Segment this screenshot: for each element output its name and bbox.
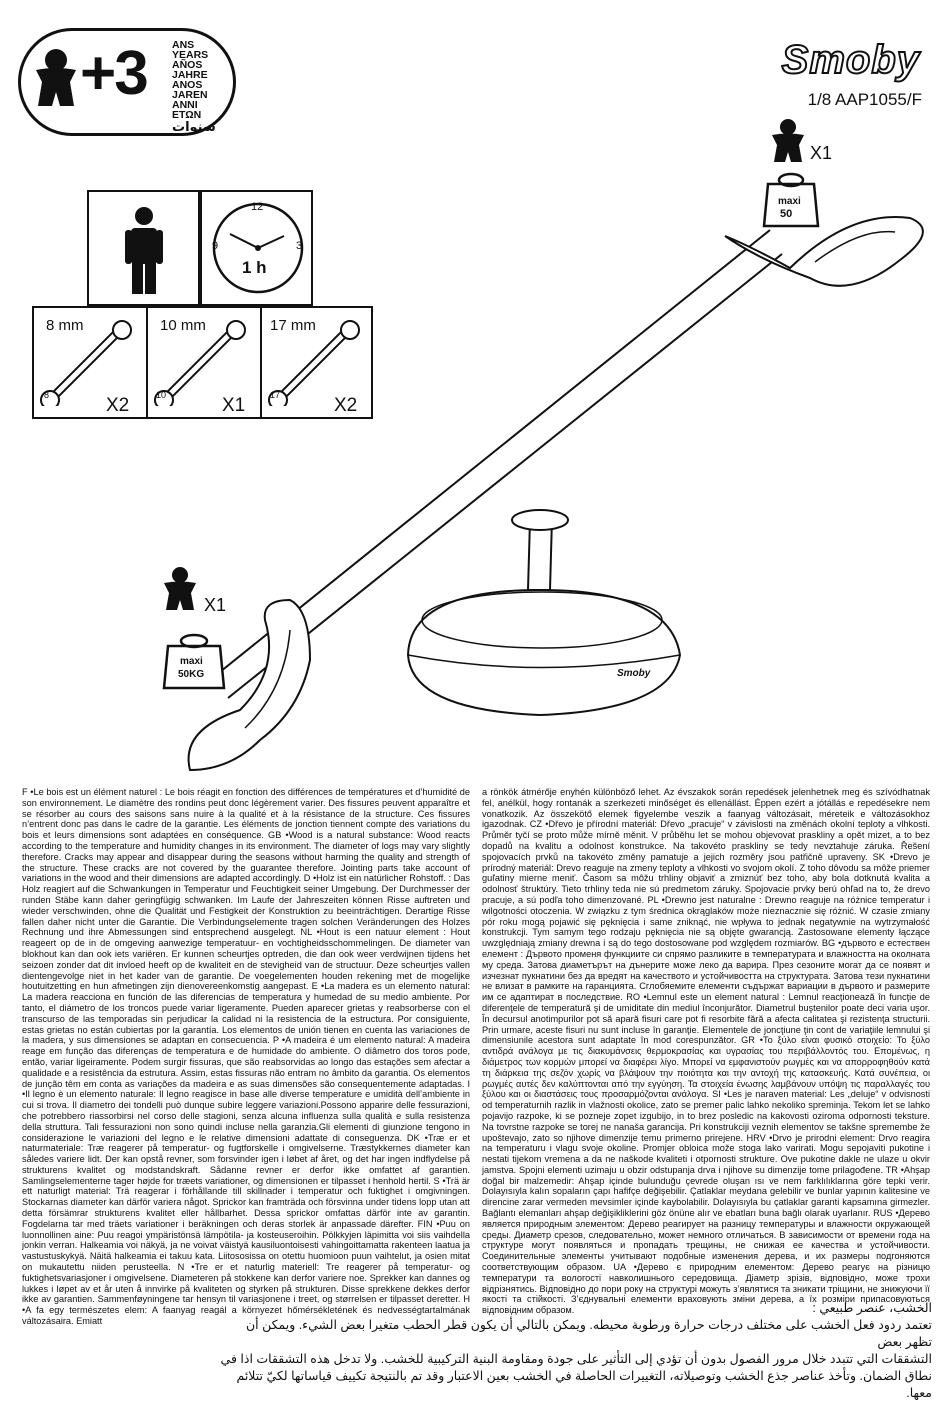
age-value: +3	[80, 39, 149, 108]
adult-person-icon	[125, 207, 163, 294]
assembly-time: 1 h	[242, 258, 267, 277]
weight-icon	[162, 633, 226, 690]
tool-qty: X2	[106, 395, 130, 416]
wood-notice-arabic: الخشب، عنصر طبيعي : تعتمد ردود فعل الخشب…	[220, 1301, 932, 1400]
tool-badge: 10	[156, 390, 167, 400]
weight-icon	[762, 172, 820, 228]
tool-badge: 8	[44, 390, 50, 400]
wood-notice-left: F •Le bois est un élément naturel : Le b…	[22, 787, 470, 1327]
tool-size: 8 mm	[46, 317, 84, 334]
seesaw-illustration	[187, 216, 924, 772]
brand-logo: Smoby	[781, 37, 920, 83]
tool-qty: X1	[222, 395, 246, 416]
age-words: ANS YEARS AÑOS JAHRE ANOS JAREN ANNI ΕΤΩ…	[172, 39, 216, 134]
wrench-icon	[40, 320, 132, 406]
assembly-time-box: 12 3 9 1 h	[200, 190, 313, 306]
page-reference: 1/8 AAP1055/F	[807, 90, 922, 109]
clock-number-3: 3	[296, 240, 303, 252]
age-badge	[18, 28, 236, 136]
top-seat-weight-label: maxi	[778, 196, 801, 207]
top-seat-qty: X1	[810, 143, 833, 163]
child-icon	[164, 567, 196, 610]
wrench-icon	[268, 320, 360, 406]
tool-box-8mm: 8 mm 8 X2	[32, 306, 148, 419]
wrench-icon	[154, 320, 246, 406]
bottom-seat-weight-value: 50KG	[178, 669, 205, 680]
child-icon	[36, 49, 76, 106]
adult-assembly-box	[87, 190, 200, 306]
top-seat-weight-value: 50	[780, 208, 793, 220]
tool-size: 17 mm	[270, 317, 316, 334]
bottom-seat-qty: X1	[204, 595, 227, 615]
wood-notice-right: a rönkök átmérője enyhén különböző lehet…	[482, 787, 930, 1316]
tool-badge: 17	[270, 390, 281, 400]
clock-number-9: 9	[212, 240, 219, 252]
bottom-seat-weight-label: maxi	[180, 656, 203, 667]
clock-icon	[212, 202, 304, 294]
tool-qty: X2	[334, 395, 358, 416]
tool-box-17mm: 17 mm 17 X2	[260, 306, 373, 419]
tool-box-10mm: 10 mm 10 X1	[146, 306, 262, 419]
tool-size: 10 mm	[160, 317, 206, 334]
clock-number-12: 12	[251, 201, 264, 213]
base-logo: Smoby	[617, 668, 651, 679]
child-icon	[772, 119, 804, 162]
